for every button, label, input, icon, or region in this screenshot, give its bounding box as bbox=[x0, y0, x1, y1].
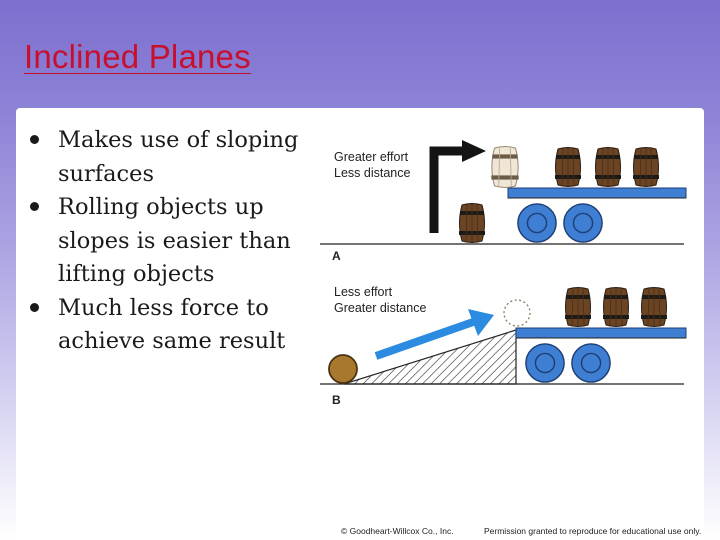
bullet-dot-icon bbox=[30, 302, 39, 312]
arrow-head-icon bbox=[468, 309, 494, 336]
panel-b: Less effort Greater distance B bbox=[320, 285, 687, 407]
lifted-barrel-icon bbox=[490, 146, 520, 188]
barrel-icon bbox=[632, 146, 660, 188]
slide-title: Inclined Planes bbox=[24, 38, 251, 75]
bullet-item: Much less force to achieve same result bbox=[30, 292, 320, 359]
bullet-text: Rolling objects up slopes is easier than… bbox=[58, 194, 291, 287]
barrel-icon bbox=[602, 286, 630, 328]
bullet-list: Makes use of sloping surfaces Rolling ob… bbox=[30, 124, 320, 359]
target-position-icon bbox=[503, 299, 531, 327]
barrel-icon bbox=[564, 286, 592, 328]
bullet-item: Makes use of sloping surfaces bbox=[30, 124, 320, 191]
barrel-icon bbox=[458, 202, 486, 244]
truck-wheel-icon bbox=[563, 203, 603, 243]
panel-a: Greater effort Less distance A bbox=[320, 140, 687, 263]
barrel-icon bbox=[554, 146, 582, 188]
bullet-item: Rolling objects up slopes is easier than… bbox=[30, 191, 320, 292]
truck-wheel-icon bbox=[517, 203, 557, 243]
caption-b-line2: Greater distance bbox=[334, 301, 426, 315]
bullet-text: Much less force to achieve same result bbox=[58, 294, 286, 355]
caption-a-line1: Greater effort bbox=[334, 150, 409, 164]
bullet-dot-icon bbox=[30, 202, 39, 211]
bullet-text: Makes use of sloping surfaces bbox=[58, 127, 299, 187]
truck-wheel-icon bbox=[571, 343, 611, 383]
rolling-barrel-icon bbox=[328, 354, 358, 384]
arrow-head-icon bbox=[462, 140, 486, 162]
caption-a-line2: Less distance bbox=[334, 166, 410, 180]
inclined-plane-illustration: Greater effort Less distance A bbox=[320, 138, 696, 410]
barrel-icon bbox=[594, 146, 622, 188]
copyright-credit: © Goodheart-Willcox Co., Inc. bbox=[341, 526, 454, 536]
content-panel bbox=[16, 108, 704, 540]
caption-b-line1: Less effort bbox=[334, 285, 393, 299]
panel-a-label: A bbox=[332, 249, 341, 263]
truck-wheel-icon bbox=[525, 343, 565, 383]
bullet-dot-icon bbox=[30, 135, 39, 144]
barrel-icon bbox=[640, 286, 668, 328]
permission-notice: Permission granted to reproduce for educ… bbox=[484, 526, 702, 536]
panel-b-label: B bbox=[332, 393, 341, 407]
